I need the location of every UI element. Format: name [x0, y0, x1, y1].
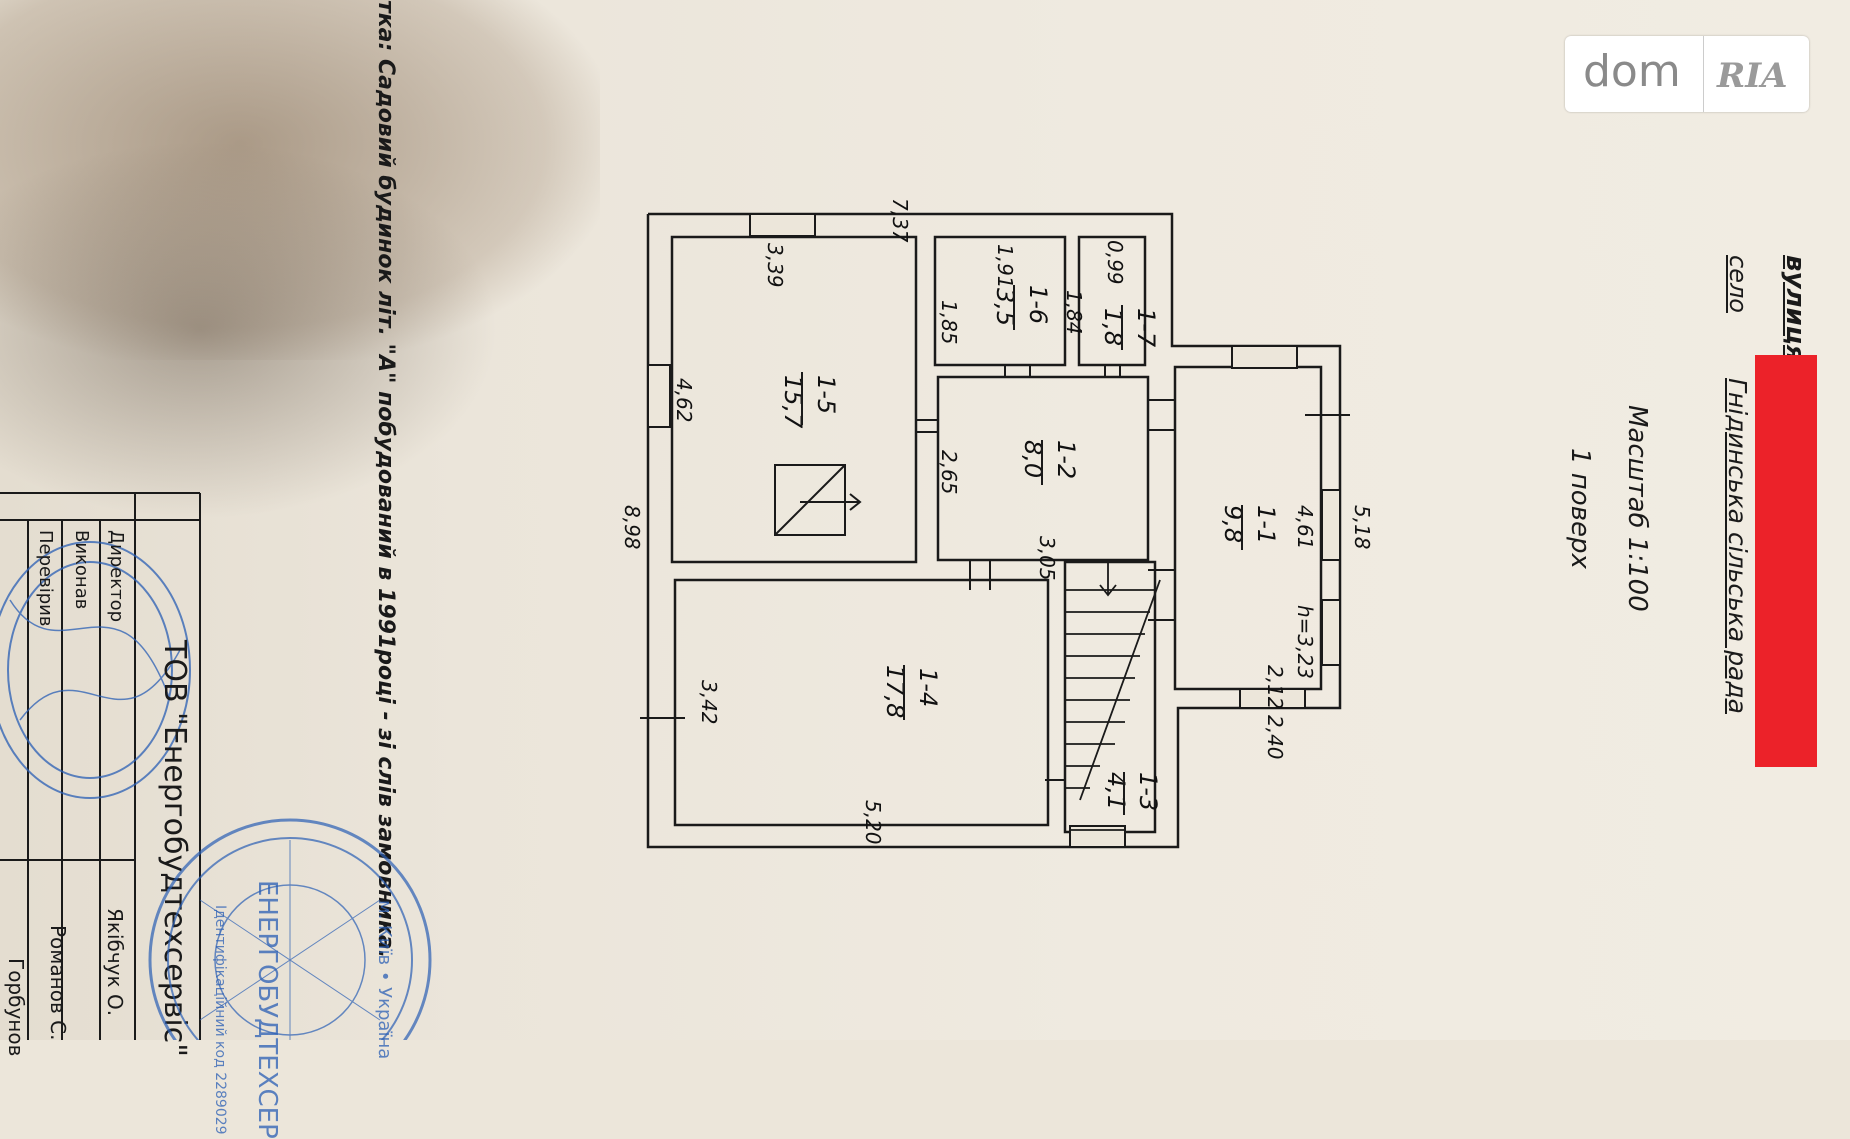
- dim-1-1-height: h=3,23: [1293, 605, 1317, 679]
- dim-1-1-a: 4,61: [1293, 505, 1317, 550]
- dim-1-5-b: 4,62: [672, 378, 696, 423]
- floor-plan: 7,37 8,98 5,18 3,39 4,62 1,91 1,85 0,99 …: [620, 198, 1374, 849]
- dim-1-7-b: 1,84: [1062, 290, 1086, 335]
- stamp-table: [0, 492, 201, 1040]
- logo-ria-text: RIA: [1717, 56, 1788, 96]
- dim-1-6-b: 1,85: [937, 300, 961, 345]
- redaction-bar: [1755, 355, 1817, 767]
- domria-logo: dom RIA: [1565, 36, 1809, 112]
- room-1-5-id: 1-5: [812, 375, 840, 414]
- dim-1-1-c: 2,40: [1263, 715, 1287, 760]
- room-1-1-id: 1-1: [1252, 505, 1280, 544]
- dim-top: 7,37: [888, 198, 912, 243]
- room-1-2-id: 1-2: [1052, 440, 1080, 479]
- dim-1-4-b: 5,20: [861, 800, 885, 845]
- photo-shadow-mid: [0, 140, 500, 520]
- logo-dom-text: dom: [1583, 46, 1681, 97]
- room-1-6-id: 1-6: [1024, 285, 1052, 324]
- room-1-3-area: 4,1: [1102, 772, 1130, 810]
- room-1-4-id: 1-4: [914, 668, 942, 707]
- dim-1-2-b: 3,05: [1035, 536, 1059, 581]
- photo-shadow-top: [0, 0, 600, 360]
- dim-1-4-a: 3,42: [697, 680, 721, 725]
- company-seal: [148, 818, 432, 1040]
- dim-right-wing: 5,18: [1350, 505, 1374, 550]
- room-1-7-id: 1-7: [1132, 308, 1160, 348]
- logo-separator: [1703, 36, 1704, 112]
- dim-left: 8,98: [620, 505, 644, 550]
- room-1-3-id: 1-3: [1134, 772, 1162, 811]
- dim-1-5-a: 3,39: [763, 243, 787, 288]
- dim-1-1-b: 2,12: [1263, 665, 1287, 710]
- dim-1-6-a: 1,91: [993, 244, 1017, 289]
- dim-1-2-a: 2,65: [937, 450, 961, 495]
- dim-1-7-a: 0,99: [1103, 240, 1127, 285]
